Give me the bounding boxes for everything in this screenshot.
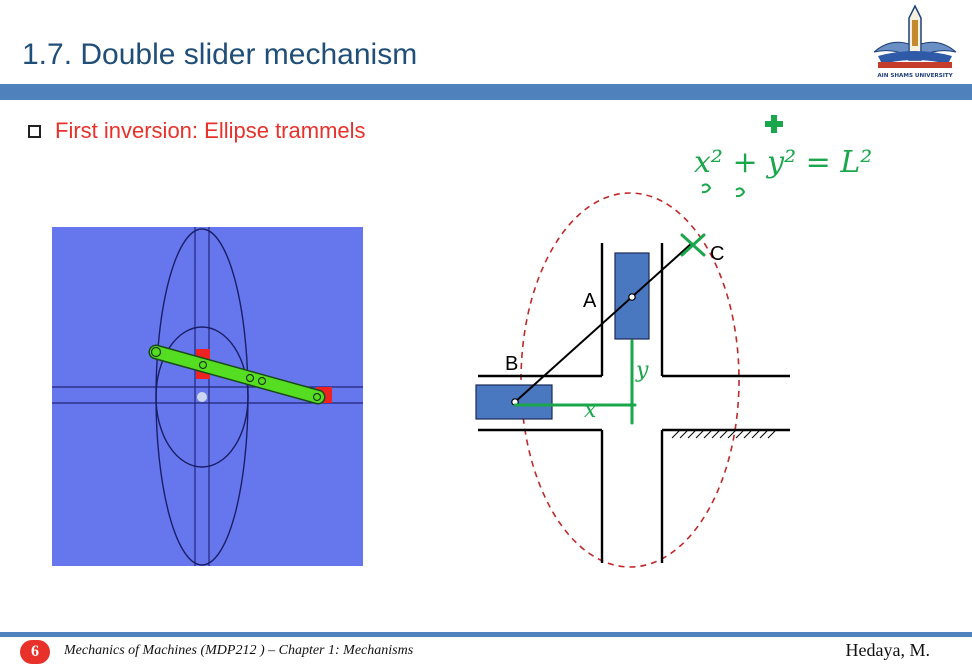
plus-icon — [765, 115, 783, 133]
university-logo: AIN SHAMS UNIVERSITY — [873, 4, 957, 79]
trammel-link — [150, 346, 324, 403]
ellipse-path — [520, 192, 740, 568]
logo-emblem — [873, 4, 957, 68]
joint-a — [628, 293, 636, 301]
ground-hatch — [671, 429, 777, 439]
link-bc — [514, 242, 693, 403]
checkbox-bullet-icon — [28, 124, 41, 138]
equation-text: x² + y² = L² — [694, 145, 872, 180]
label-c: C — [710, 243, 724, 265]
handwritten-x: x — [584, 398, 597, 423]
slide-title: 1.7. Double slider mechanism — [22, 38, 418, 71]
page-number-badge: 6 — [20, 640, 50, 664]
handwritten-equation: x² + y² = L² — [694, 115, 872, 198]
title-bar — [0, 84, 972, 100]
logo-caption: AIN SHAMS UNIVERSITY — [877, 73, 953, 79]
handwritten-coordinates — [513, 233, 706, 425]
ellipse-trammel-simulation — [52, 227, 363, 566]
footer-bar — [0, 632, 972, 637]
footer-author: Hedaya, M. — [845, 640, 930, 660]
label-b: B — [505, 353, 518, 375]
handwritten-y: y — [635, 358, 649, 383]
bullet-item: First inversion: Ellipse trammels — [28, 118, 366, 144]
slider-b-block — [475, 384, 553, 420]
label-a: A — [583, 290, 597, 312]
footer-course-title: Mechanics of Machines (MDP212 ) – Chapte… — [64, 643, 414, 658]
bullet-text: First inversion: Ellipse trammels — [55, 118, 366, 143]
center-pivot — [197, 392, 207, 402]
mechanism-diagram: x y A B C — [475, 192, 790, 568]
